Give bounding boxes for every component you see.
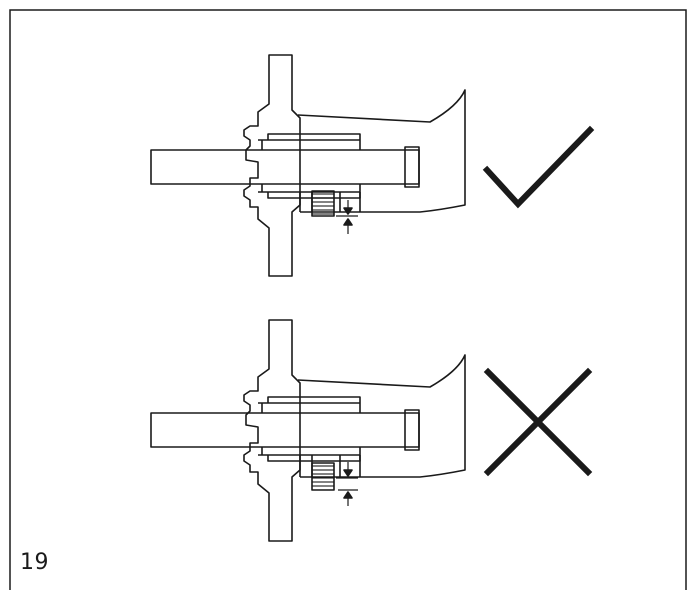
- housing-outline: [297, 354, 466, 478]
- shaft: [150, 149, 420, 185]
- page-frame: [9, 9, 687, 590]
- cross-icon: [483, 367, 593, 477]
- page-number: 19: [20, 550, 49, 575]
- flange-plate: [243, 54, 301, 277]
- hub-bushing: [258, 133, 361, 199]
- hub-bushing: [258, 396, 361, 462]
- checkmark-icon: [482, 125, 595, 209]
- set-screw: [311, 190, 335, 217]
- panel-correct: [150, 54, 595, 277]
- gap-arrow-top: [343, 469, 353, 477]
- housing-outline: [297, 89, 466, 213]
- shaft-end: [404, 146, 420, 188]
- panel-incorrect: [150, 319, 593, 542]
- gap-arrow-bottom: [343, 491, 353, 499]
- flange-plate: [243, 319, 301, 542]
- set-screw: [311, 462, 335, 491]
- shaft-end: [404, 409, 420, 451]
- gap-arrow-bottom: [343, 218, 353, 226]
- shaft: [150, 412, 420, 448]
- gap-arrow-top: [343, 207, 353, 215]
